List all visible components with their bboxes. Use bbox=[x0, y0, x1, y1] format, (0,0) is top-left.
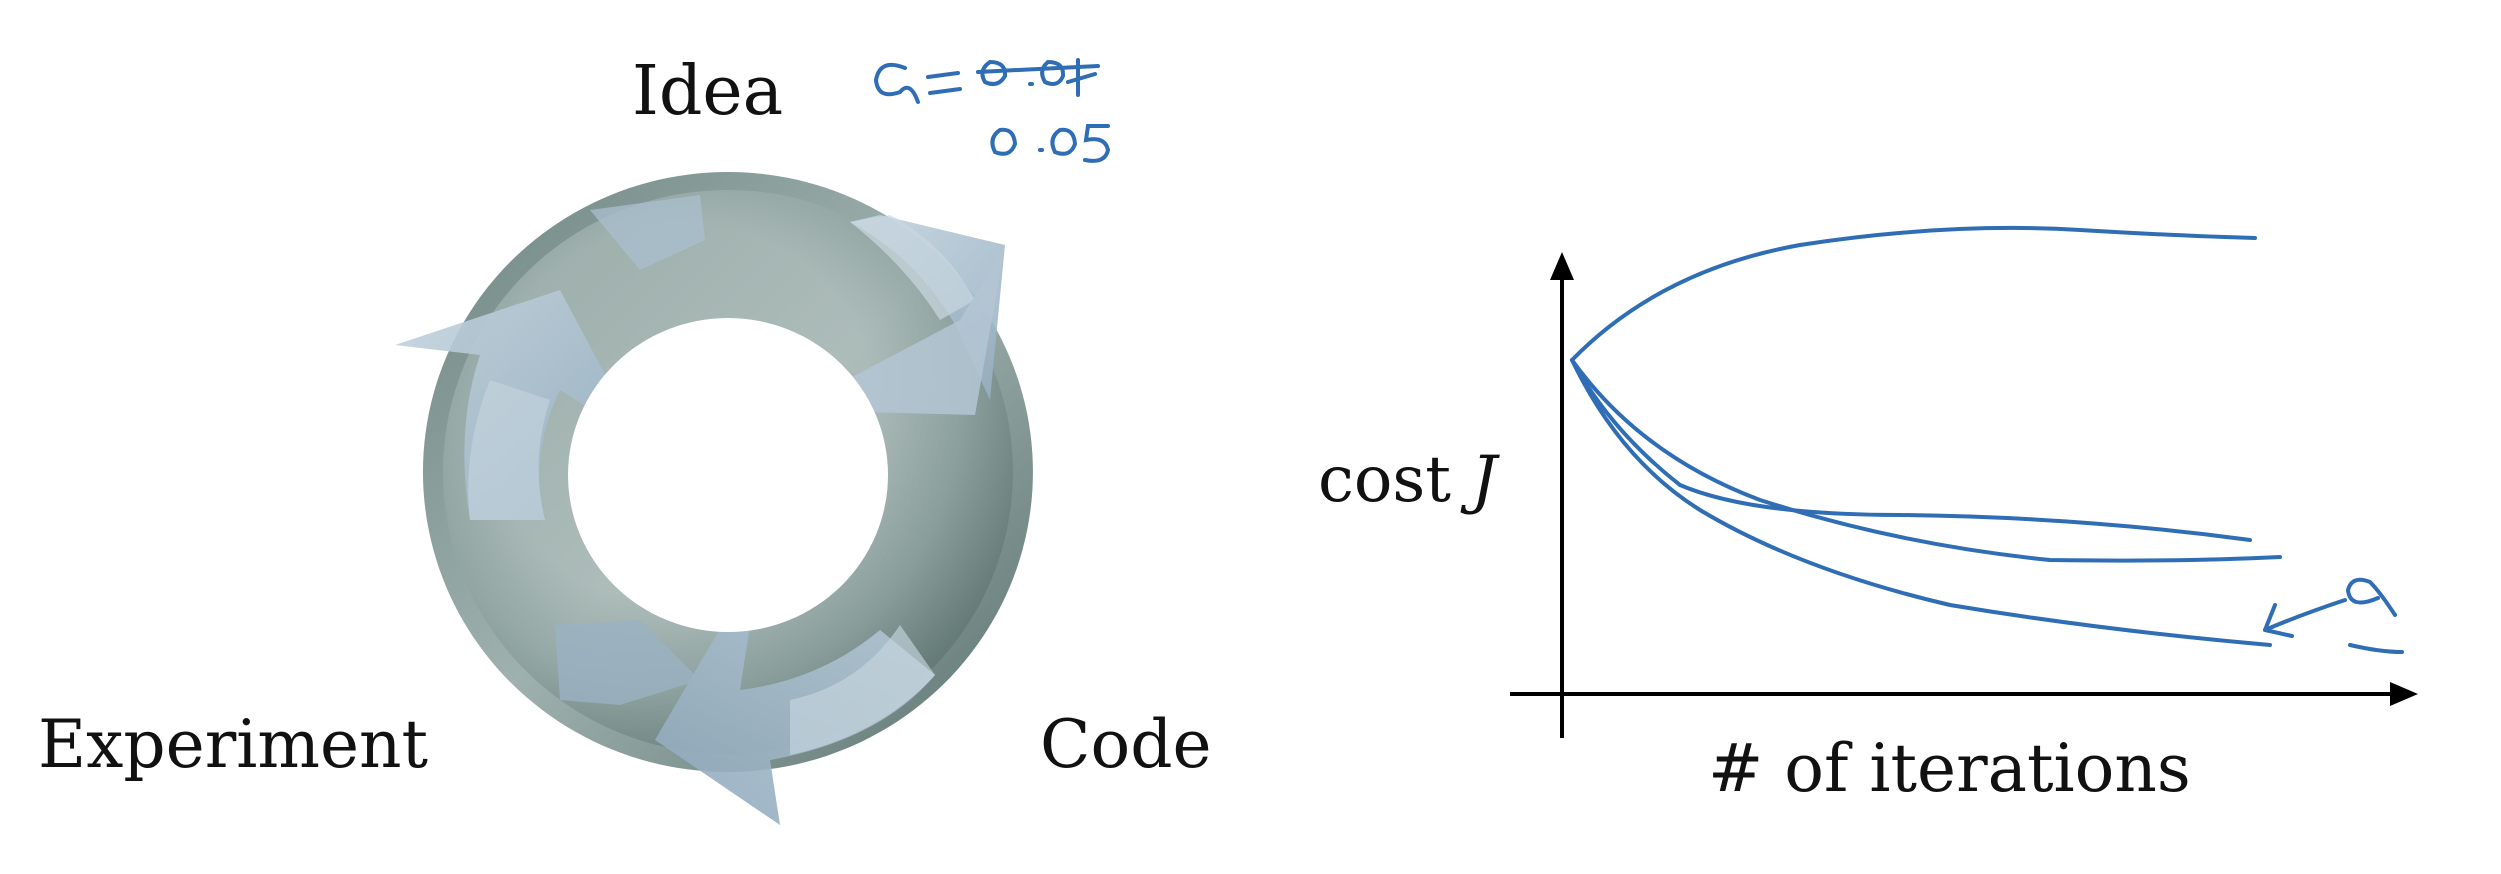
handwritten-alpha-icon bbox=[2345, 577, 2397, 617]
learning-rate-annotation bbox=[873, 58, 1111, 163]
y-axis-arrowhead bbox=[1550, 252, 1574, 280]
y-axis-label: cost J bbox=[1318, 448, 1497, 512]
x-axis-label: # of iterations bbox=[1708, 730, 2191, 807]
crossed-out-old-value bbox=[980, 58, 1097, 97]
idea-label: Idea bbox=[632, 52, 784, 131]
code-label: Code bbox=[1040, 706, 1212, 783]
cost-curve-diverging bbox=[1570, 225, 2257, 362]
y-axis-label-variable: J bbox=[1471, 443, 1497, 517]
cost-curve-plateau-mid bbox=[1570, 358, 2282, 563]
hand-arrow-icon bbox=[2263, 598, 2347, 638]
alpha-underline bbox=[2348, 643, 2404, 654]
handwritten-new-value bbox=[990, 124, 1111, 163]
x-axis-arrowhead bbox=[2390, 682, 2418, 706]
cycle-arrow-piece-lower-left bbox=[555, 620, 700, 705]
cycle-center-hole bbox=[568, 318, 888, 632]
cycle-ring-highlight bbox=[442, 190, 1013, 754]
strike-through-line bbox=[976, 64, 1100, 74]
handwritten-alpha-symbol-icon bbox=[873, 63, 920, 104]
experiment-label: Experiment bbox=[38, 706, 429, 783]
handwritten-equals-icon bbox=[926, 71, 962, 95]
cost-curve-plateau-high bbox=[1570, 358, 2252, 542]
cycle-arrow-experiment-to-idea bbox=[395, 290, 640, 520]
alpha-arrow-annotation bbox=[2263, 577, 2404, 654]
y-axis-label-text: cost bbox=[1318, 443, 1451, 517]
cycle-arrow-idea-to-code bbox=[790, 215, 1005, 415]
cost-curve-converging bbox=[1570, 358, 2272, 647]
cycle-arrow-piece-upper bbox=[590, 195, 705, 270]
